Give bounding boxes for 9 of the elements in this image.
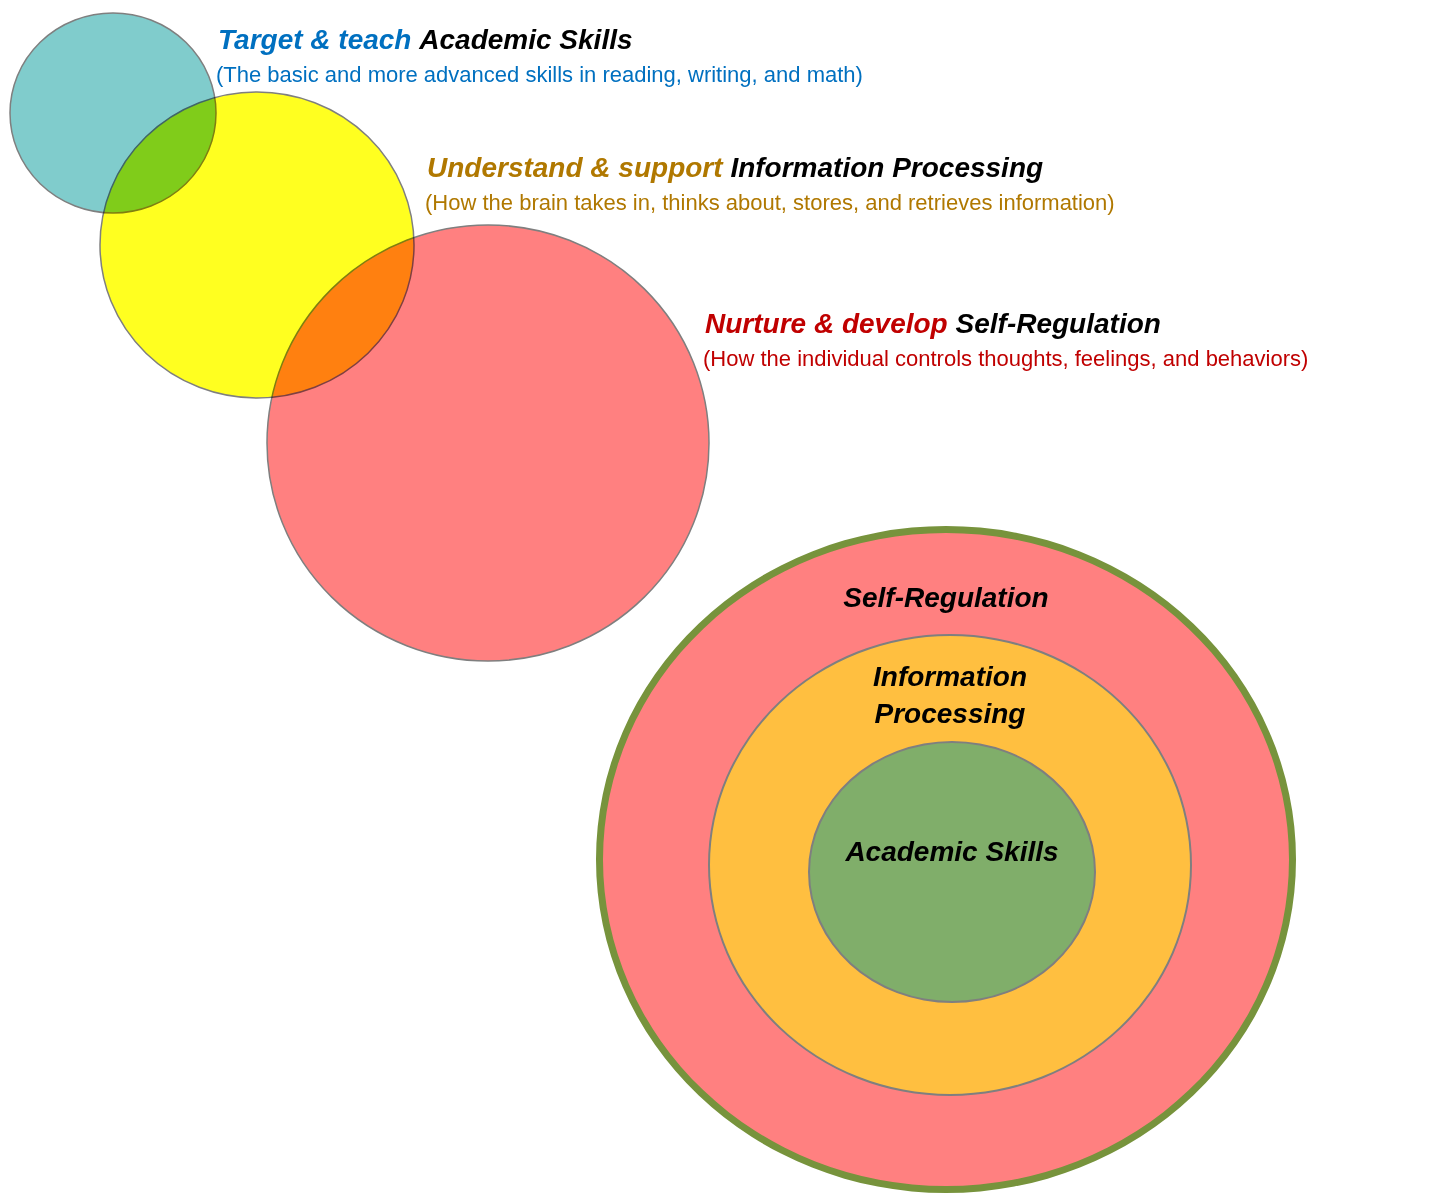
heading-text: Target & teach Academic Skills: [218, 24, 633, 56]
description-text: (How the brain takes in, thinks about, stores, and retrieves information): [425, 190, 1115, 216]
description-text: (How the individual controls thoughts, feelings, and behaviors): [703, 346, 1309, 372]
heading-text: Understand & support Information Processing: [427, 152, 1044, 184]
circle-label: Academic Skills: [844, 835, 1060, 869]
circle-label: Self-Regulation: [842, 581, 1050, 615]
description-text: (The basic and more advanced skills in reading, writing, and math): [216, 62, 863, 88]
heading-text: Nurture & develop Self-Regulation: [705, 308, 1161, 340]
circle-label: Information Processing: [872, 660, 1028, 731]
